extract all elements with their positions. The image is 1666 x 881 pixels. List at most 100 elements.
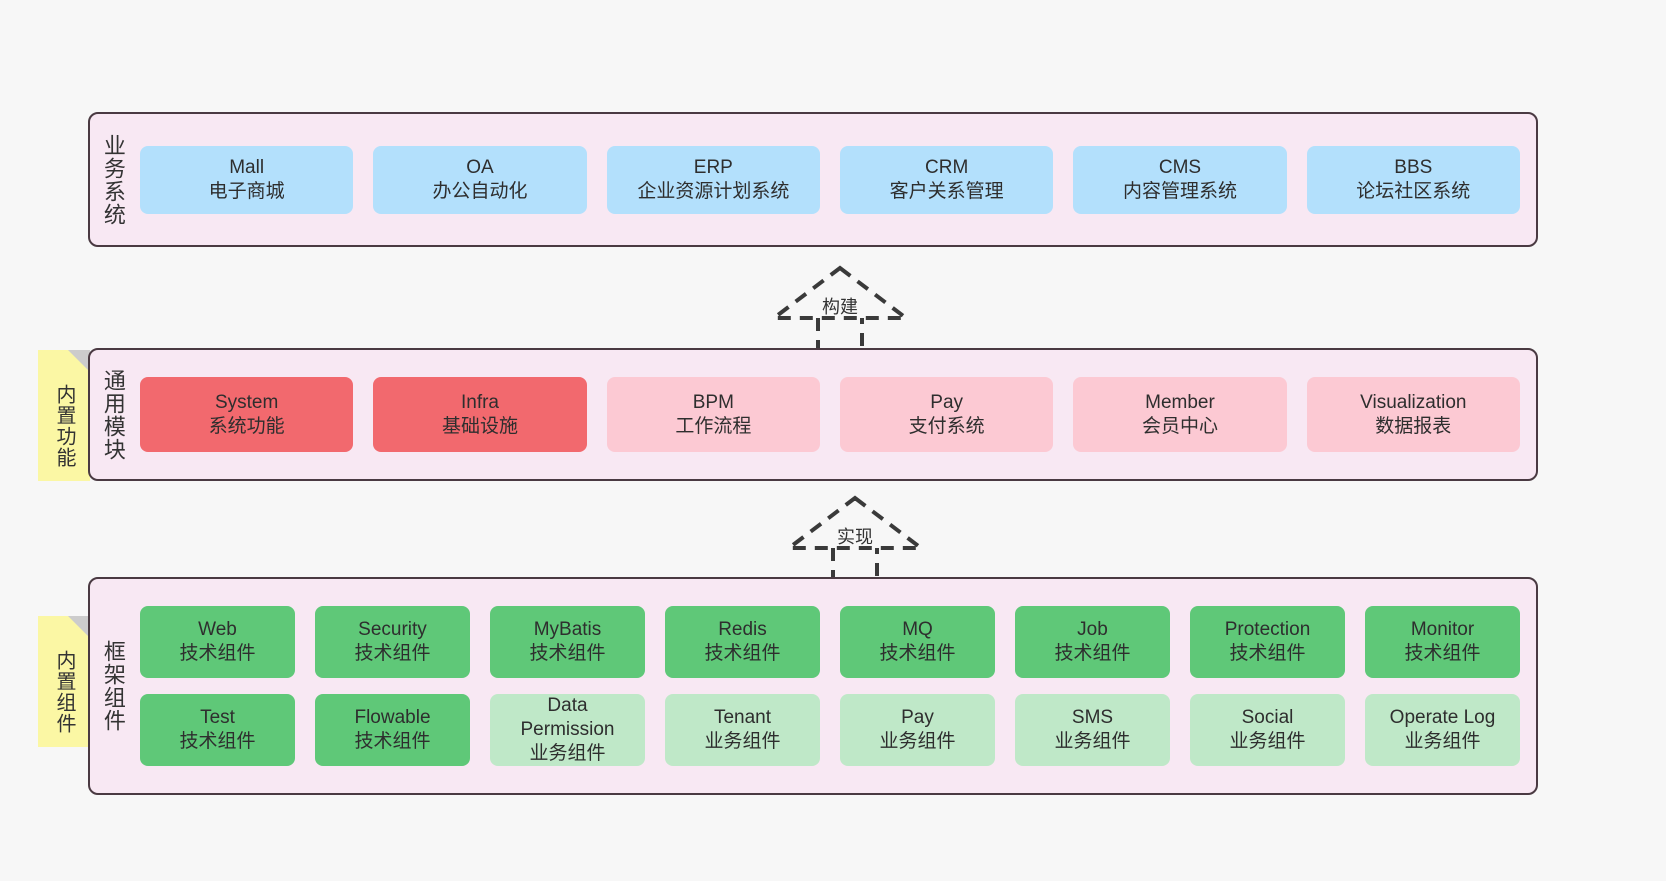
card-erp-name: ERP: [693, 156, 733, 178]
card-mybatis-desc: 技术组件: [529, 643, 606, 664]
card-bbs[interactable]: BBS 论坛社区系统: [1306, 145, 1520, 214]
business-systems-cards: Mall 电子商城 OA 办公自动化 ERP 企业资源计划系统 CRM 客户关系…: [136, 114, 1536, 245]
card-cms-desc: 内容管理系统: [1122, 180, 1237, 202]
card-visualization-desc: 数据报表: [1375, 415, 1452, 437]
card-security-desc: 技术组件: [354, 643, 431, 664]
card-test-name: Test: [200, 707, 235, 729]
card-mq-name: MQ: [902, 619, 933, 641]
layer-general-modules: 通用模块 System 系统功能 Infra 基础设施 BPM 工作流程 Pay…: [88, 348, 1538, 481]
sticky-note-builtin-features: 内置功能: [38, 350, 90, 481]
card-redis[interactable]: Redis 技术组件: [665, 606, 820, 678]
card-oa-desc: 办公自动化: [432, 180, 528, 202]
arrow-build-label: 构建: [822, 297, 858, 317]
card-cms[interactable]: CMS 内容管理系统: [1073, 145, 1287, 214]
card-mybatis[interactable]: MyBatis 技术组件: [490, 606, 645, 678]
card-operate-log[interactable]: Operate Log 业务组件: [1365, 694, 1520, 766]
business-systems-row: Mall 电子商城 OA 办公自动化 ERP 企业资源计划系统 CRM 客户关系…: [140, 145, 1520, 214]
card-infra[interactable]: Infra 基础设施: [373, 377, 587, 452]
layer-business-systems-title: 业务系统: [100, 133, 126, 226]
card-data-permission-desc: 业务组件: [529, 742, 606, 764]
card-job[interactable]: Job 技术组件: [1015, 606, 1170, 678]
arrow-realize-label: 实现: [837, 527, 873, 547]
card-operate-log-name: Operate Log: [1389, 707, 1496, 729]
card-infra-name: Infra: [460, 391, 499, 413]
card-pay-module[interactable]: Pay 支付系统: [839, 377, 1054, 452]
card-bpm-desc: 工作流程: [675, 415, 752, 437]
card-job-desc: 技术组件: [1054, 643, 1131, 664]
card-monitor[interactable]: Monitor 技术组件: [1365, 606, 1520, 678]
card-security-name: Security: [358, 619, 427, 641]
card-bbs-name: BBS: [1394, 156, 1433, 178]
card-web-desc: 技术组件: [179, 643, 256, 664]
arrow-realize: 实现: [775, 492, 935, 588]
card-job-name: Job: [1077, 619, 1108, 641]
sticky-note-builtin-components-label: 内置组件: [53, 649, 75, 734]
card-member-name: Member: [1145, 391, 1215, 413]
card-pay-component-name: Pay: [901, 707, 934, 729]
layer-general-modules-title: 通用模块: [100, 368, 126, 461]
card-member[interactable]: Member 会员中心: [1073, 377, 1287, 452]
card-operate-log-desc: 业务组件: [1404, 731, 1481, 752]
card-flowable-name: Flowable: [354, 707, 431, 729]
card-data-permission-name: Data: [547, 695, 588, 717]
card-member-desc: 会员中心: [1141, 415, 1218, 437]
general-modules-cards: System 系统功能 Infra 基础设施 BPM 工作流程 Pay 支付系统…: [136, 350, 1536, 479]
card-test[interactable]: Test 技术组件: [140, 694, 295, 766]
card-pay-component[interactable]: Pay 业务组件: [840, 694, 995, 766]
card-erp[interactable]: ERP 企业资源计划系统: [606, 145, 820, 214]
card-data-permission-name2: Permission: [520, 719, 615, 741]
card-flowable[interactable]: Flowable 技术组件: [315, 694, 470, 766]
card-tenant-desc: 业务组件: [704, 731, 781, 752]
card-social-name: Social: [1241, 707, 1294, 729]
card-mq[interactable]: MQ 技术组件: [840, 606, 995, 678]
card-test-desc: 技术组件: [179, 731, 256, 752]
card-infra-desc: 基础设施: [441, 415, 518, 437]
card-sms-desc: 业务组件: [1054, 731, 1131, 752]
card-bpm[interactable]: BPM 工作流程: [606, 377, 820, 452]
card-visualization-name: Visualization: [1360, 391, 1467, 413]
card-flowable-desc: 技术组件: [354, 731, 431, 752]
card-pay-module-desc: 支付系统: [908, 415, 985, 437]
sticky-fold-corner-icon: [68, 616, 90, 638]
card-crm-desc: 客户关系管理: [889, 180, 1004, 202]
layer-framework-components: 框架组件 Web 技术组件 Security 技术组件 MyBatis 技术组件…: [88, 577, 1538, 795]
card-redis-name: Redis: [718, 619, 767, 641]
card-social[interactable]: Social 业务组件: [1190, 694, 1345, 766]
arrow-realize-shape: [783, 495, 927, 586]
card-mall[interactable]: Mall 电子商城: [140, 145, 354, 214]
sticky-note-builtin-features-label: 内置功能: [53, 383, 75, 468]
card-web[interactable]: Web 技术组件: [140, 606, 295, 678]
framework-tech-row: Web 技术组件 Security 技术组件 MyBatis 技术组件 Redi…: [140, 606, 1520, 678]
card-sms[interactable]: SMS 业务组件: [1015, 694, 1170, 766]
card-monitor-desc: 技术组件: [1404, 643, 1481, 664]
framework-business-row: Test 技术组件 Flowable 技术组件 Data Permission …: [140, 694, 1520, 766]
card-system-name: System: [214, 391, 279, 413]
card-security[interactable]: Security 技术组件: [315, 606, 470, 678]
sticky-fold-corner-icon: [68, 350, 90, 372]
card-tenant-name: Tenant: [713, 707, 772, 729]
card-system[interactable]: System 系统功能: [140, 377, 354, 452]
card-data-permission[interactable]: Data Permission 业务组件: [490, 694, 645, 766]
card-oa-name: OA: [466, 156, 494, 178]
arrow-build: 构建: [760, 262, 920, 358]
layer-framework-components-title: 框架组件: [100, 640, 126, 732]
card-protection-name: Protection: [1224, 619, 1311, 641]
card-oa[interactable]: OA 办公自动化: [373, 145, 587, 214]
card-crm[interactable]: CRM 客户关系管理: [839, 145, 1054, 214]
card-mybatis-name: MyBatis: [533, 619, 602, 641]
card-visualization[interactable]: Visualization 数据报表: [1306, 377, 1520, 452]
card-tenant[interactable]: Tenant 业务组件: [665, 694, 820, 766]
card-protection-desc: 技术组件: [1229, 643, 1306, 664]
card-monitor-name: Monitor: [1410, 619, 1475, 641]
card-pay-module-name: Pay: [930, 391, 964, 413]
sticky-note-builtin-components: 内置组件: [38, 616, 90, 747]
card-redis-desc: 技术组件: [704, 643, 781, 664]
card-bpm-name: BPM: [692, 391, 734, 413]
layer-business-systems: 业务系统 Mall 电子商城 OA 办公自动化 ERP 企业资源计划系统 CRM…: [88, 112, 1538, 247]
card-bbs-desc: 论坛社区系统: [1356, 180, 1471, 202]
card-system-desc: 系统功能: [208, 415, 285, 437]
card-web-name: Web: [198, 619, 237, 641]
card-protection[interactable]: Protection 技术组件: [1190, 606, 1345, 678]
framework-components-cards: Web 技术组件 Security 技术组件 MyBatis 技术组件 Redi…: [136, 579, 1536, 793]
